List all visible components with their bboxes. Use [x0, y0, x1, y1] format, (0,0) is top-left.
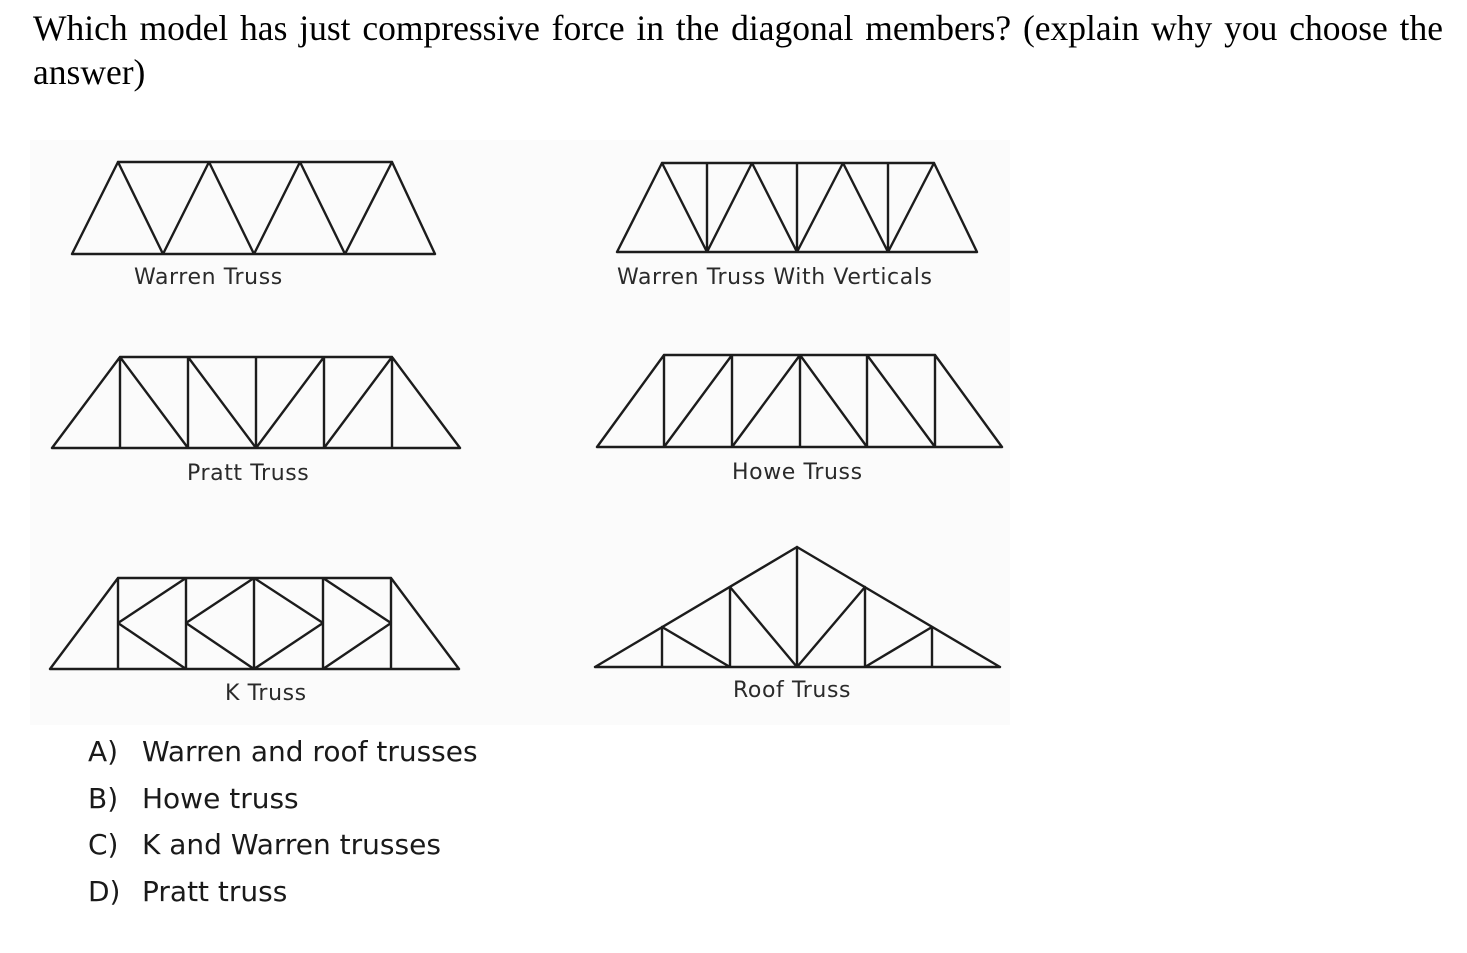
warren-truss-diagram	[70, 160, 437, 256]
answer-options: A) Warren and roof trusses B) Howe truss C…	[88, 729, 478, 915]
option-d-text: Pratt truss	[142, 874, 288, 908]
pratt-truss-label: Pratt Truss	[187, 461, 310, 486]
option-b[interactable]: B) Howe truss	[88, 776, 478, 823]
howe-truss-diagram	[595, 353, 1004, 449]
warren-truss-verticals-label: Warren Truss With Verticals	[617, 265, 933, 290]
pratt-truss-diagram	[50, 355, 462, 450]
option-a[interactable]: A) Warren and roof trusses	[88, 729, 478, 776]
roof-truss-diagram	[593, 545, 1002, 669]
warren-truss-verticals-diagram	[615, 161, 979, 254]
truss-diagrams	[48, 160, 1004, 671]
option-a-text: Warren and roof trusses	[142, 735, 478, 768]
option-c[interactable]: C) K and Warren trusses	[88, 822, 478, 869]
howe-truss-label: Howe Truss	[732, 460, 863, 485]
question-text: Which model has just compressive force i…	[33, 8, 1443, 92]
truss-figure: Warren Truss Warren Truss With Verticals…	[30, 140, 1010, 725]
option-b-text: Howe truss	[142, 781, 299, 815]
option-b-letter: B)	[88, 781, 119, 815]
k-truss-label: K Truss	[225, 681, 307, 706]
option-a-letter: A)	[88, 735, 119, 768]
option-c-letter: C)	[88, 828, 119, 861]
k-truss-diagram	[48, 576, 461, 671]
warren-truss-label: Warren Truss	[134, 265, 283, 290]
roof-truss-label: Roof Truss	[733, 678, 852, 703]
option-d-letter: D)	[88, 874, 121, 908]
option-d[interactable]: D) Pratt truss	[88, 869, 478, 916]
option-c-text: K and Warren trusses	[142, 828, 441, 861]
